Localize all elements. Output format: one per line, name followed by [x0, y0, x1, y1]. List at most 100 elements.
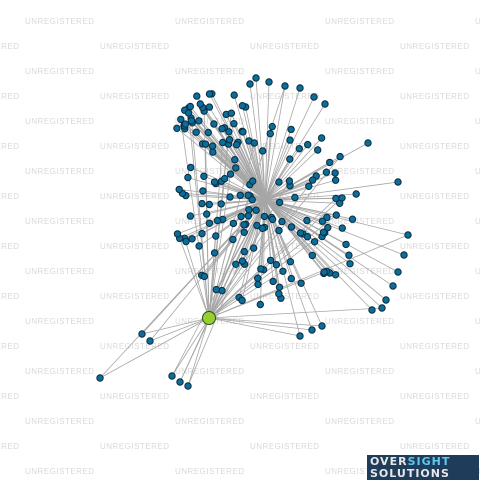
graph-node: [219, 138, 227, 147]
watermark-text: UNREGISTERED: [100, 292, 170, 301]
watermark-text: UNREGISTERED: [325, 467, 395, 476]
graph-node: [210, 249, 219, 257]
graph-edge: [264, 199, 351, 265]
graph-node: [200, 172, 208, 181]
graph-node: [225, 136, 234, 144]
graph-node: [240, 228, 248, 237]
watermark-text: UNREGISTERED: [400, 442, 470, 451]
watermark-text: UNREGISTERED: [250, 342, 320, 351]
watermark-text: UNREGISTERED: [0, 192, 20, 201]
graph-node: [232, 164, 240, 172]
graph-node: [195, 242, 203, 250]
graph-node: [184, 173, 192, 182]
watermark-text: UNREGISTERED: [25, 417, 95, 426]
oversight-solutions-logo: OVERSIGHT SOLUTIONS: [367, 455, 479, 480]
graph-node: [238, 102, 247, 110]
graph-edge: [264, 137, 322, 201]
graph-node: [310, 238, 319, 246]
watermark-text: UNREGISTERED: [400, 142, 470, 151]
watermark-text: UNREGISTERED: [25, 267, 95, 276]
watermark-text: UNREGISTERED: [325, 417, 395, 426]
graph-node: [199, 187, 207, 195]
graph-node: [210, 178, 219, 186]
graph-node: [209, 148, 217, 156]
graph-node: [212, 232, 220, 240]
watermark-text: UNREGISTERED: [325, 67, 395, 76]
graph-node: [259, 147, 267, 155]
graph-node: [200, 272, 209, 281]
graph-node: [175, 185, 183, 194]
watermark-text: UNREGISTERED: [475, 267, 480, 276]
graph-node: [295, 145, 303, 153]
graph-node: [252, 206, 260, 214]
graph-node: [332, 211, 340, 219]
graph-node: [296, 229, 305, 237]
watermark-text: UNREGISTERED: [100, 442, 170, 451]
graph-edge: [264, 144, 309, 201]
graph-node: [232, 260, 240, 268]
watermark-text: UNREGISTERED: [100, 142, 170, 151]
graph-node: [181, 120, 190, 128]
graph-node: [287, 274, 295, 283]
graph-node: [244, 191, 252, 199]
graph-node: [275, 198, 284, 207]
watermark-text: UNREGISTERED: [475, 367, 480, 376]
graph-edge: [264, 103, 326, 201]
logo-over-text: OVER: [370, 455, 408, 468]
watermark-text: UNREGISTERED: [325, 367, 395, 376]
graph-node: [201, 140, 210, 148]
graph-node: [275, 283, 284, 291]
graph-edge: [187, 317, 210, 387]
highlighted-node: [202, 311, 216, 325]
graph-node: [286, 258, 295, 266]
watermark-text: UNREGISTERED: [475, 217, 480, 226]
graph-node: [368, 306, 376, 314]
graph-edge: [264, 179, 313, 201]
graph-node: [303, 233, 312, 241]
graph-edge: [264, 87, 301, 201]
watermark-text: UNREGISTERED: [175, 17, 245, 26]
graph-edge: [224, 178, 266, 201]
graph-edge: [208, 214, 337, 319]
watermark-text: UNREGISTERED: [400, 242, 470, 251]
graph-node: [291, 193, 299, 202]
graph-edge: [208, 234, 409, 319]
graph-node: [173, 124, 181, 133]
watermark-text: UNREGISTERED: [400, 192, 470, 201]
graph-node: [250, 244, 258, 252]
watermark-text: UNREGISTERED: [325, 217, 395, 226]
graph-edge: [206, 199, 266, 215]
graph-node: [345, 251, 353, 259]
graph-node: [192, 128, 200, 136]
graph-node: [250, 139, 259, 147]
watermark-text: UNREGISTERED: [250, 42, 320, 51]
watermark-text: UNREGISTERED: [250, 442, 320, 451]
graph-edge: [264, 139, 291, 201]
graph-edge: [236, 144, 266, 201]
logo-line-1: OVERSIGHT: [370, 456, 450, 467]
graph-node: [203, 210, 211, 218]
graph-edge: [189, 106, 210, 319]
graph-node: [253, 221, 261, 230]
graph-edge: [171, 317, 210, 377]
graph-node: [229, 219, 238, 228]
graph-node: [193, 92, 201, 100]
watermark-text: UNREGISTERED: [175, 467, 245, 476]
graph-node: [252, 74, 260, 82]
graph-node: [268, 215, 277, 224]
graph-node: [318, 322, 326, 330]
graph-node: [394, 268, 402, 276]
graph-node: [208, 142, 217, 150]
graph-node: [319, 228, 328, 236]
watermark-text: UNREGISTERED: [325, 317, 395, 326]
graph-node: [195, 117, 203, 125]
watermark-text: UNREGISTERED: [100, 242, 170, 251]
graph-node: [304, 140, 312, 149]
graph-node: [297, 279, 305, 287]
logo-solutions-text: SOLUTIONS: [370, 467, 450, 480]
graph-node: [96, 374, 104, 382]
graph-node: [238, 257, 247, 265]
graph-node: [287, 125, 295, 134]
graph-node: [265, 78, 273, 86]
graph-edge: [184, 238, 210, 319]
